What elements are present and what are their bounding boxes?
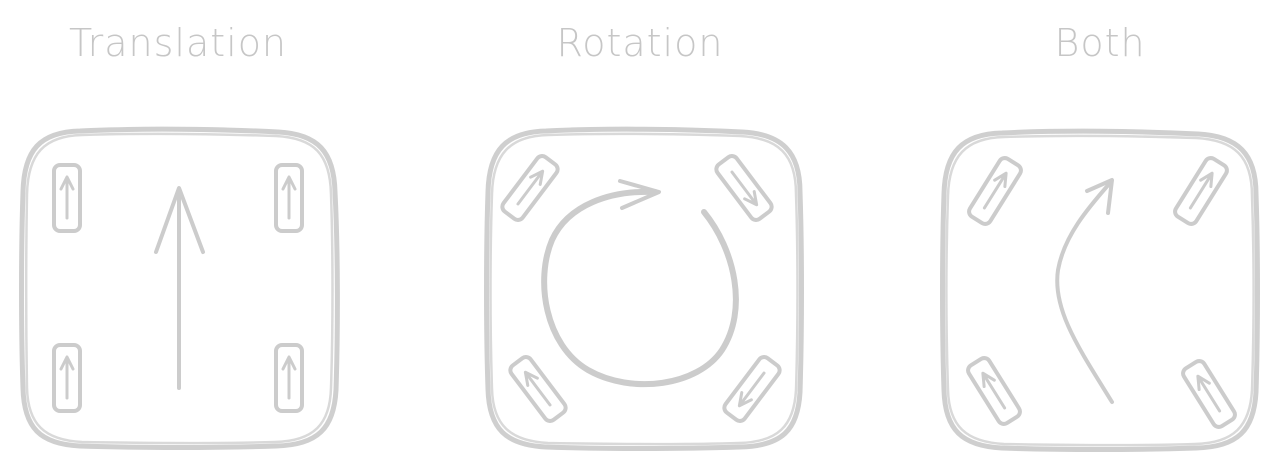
panel-translation <box>19 126 340 450</box>
motion-arrow-circular <box>541 179 739 388</box>
wheel-rear-right <box>274 343 304 413</box>
wheel-front-left <box>52 163 82 233</box>
wheel-front-left <box>500 154 560 222</box>
panel-rotation <box>484 126 804 451</box>
wheel-front-left <box>967 156 1023 226</box>
motion-arrow-straight <box>154 186 205 390</box>
robot-body-outline <box>484 126 804 451</box>
panel-title-rotation: Rotation <box>557 21 724 65</box>
wheel-front-right <box>274 163 304 233</box>
panel-both <box>940 128 1260 452</box>
motion-arrow-curved <box>1055 178 1114 404</box>
robot-body-outline <box>19 126 340 450</box>
wheel-rear-right <box>1181 359 1237 429</box>
robot-body-outline <box>940 128 1260 452</box>
wheel-front-right <box>1173 156 1229 226</box>
wheel-rear-left <box>52 343 82 413</box>
wheel-rear-left <box>966 356 1022 426</box>
wheel-front-right <box>714 154 774 222</box>
wheel-rear-left <box>508 355 568 423</box>
panel-title-both: Both <box>1054 21 1145 65</box>
wheel-rear-right <box>722 355 782 423</box>
panel-title-translation: Translation <box>69 21 287 65</box>
